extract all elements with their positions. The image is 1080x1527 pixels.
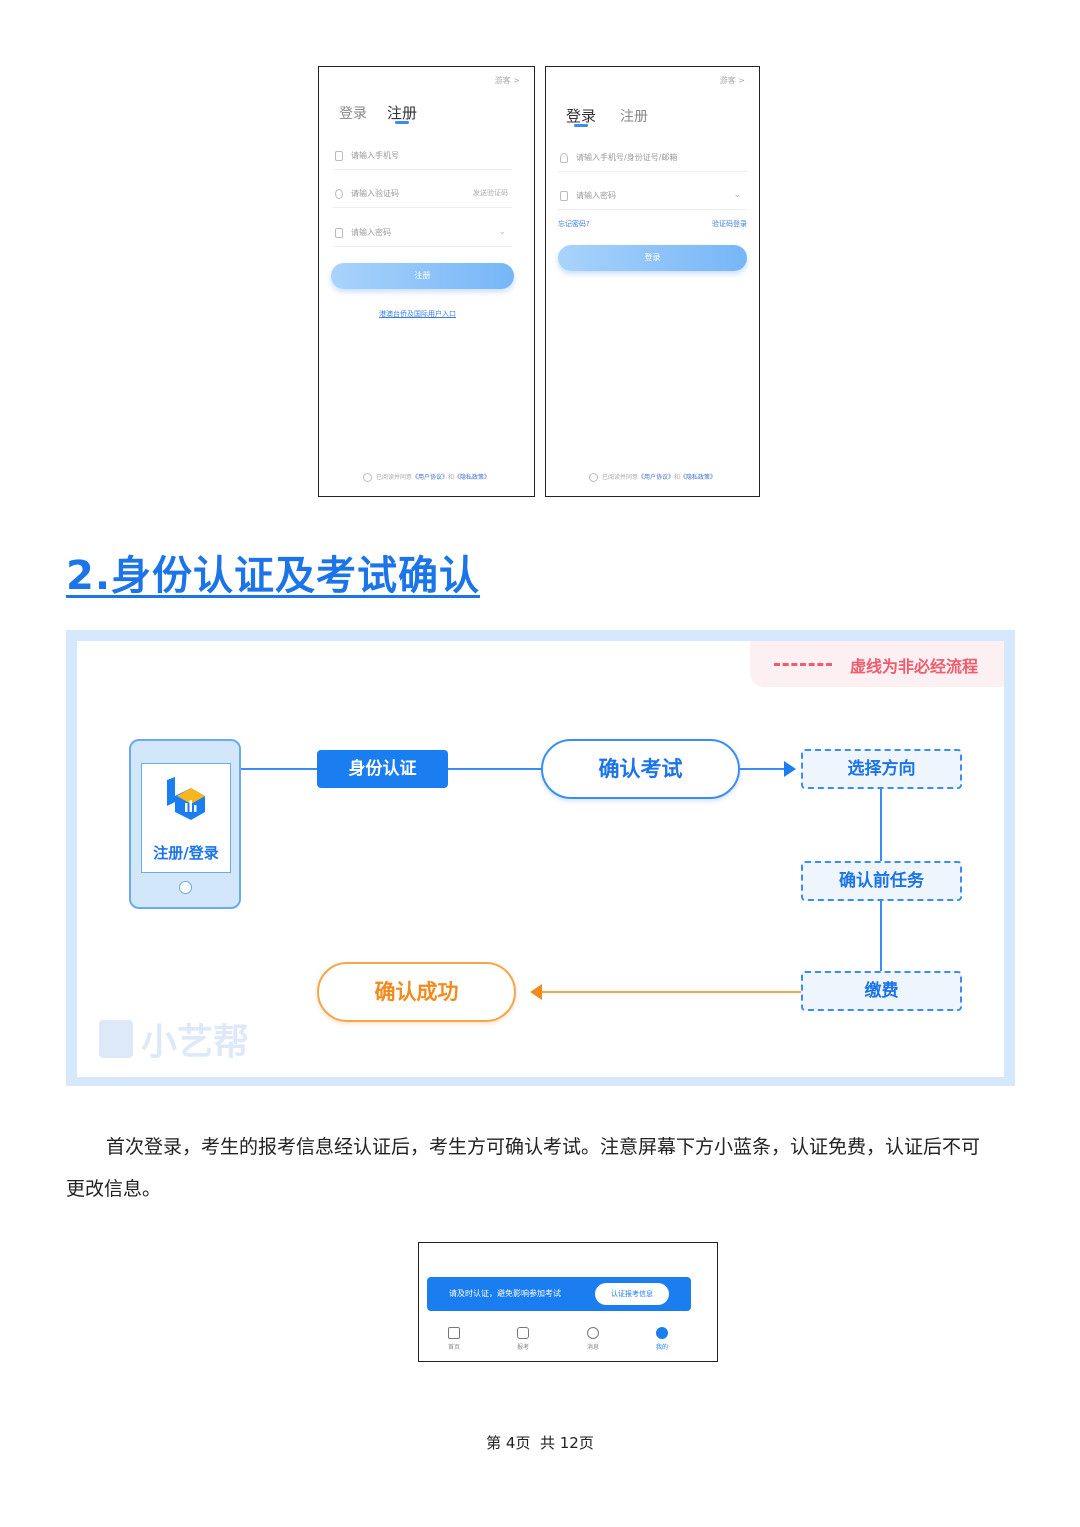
page-footer: 第 4页 共 12页	[486, 1434, 594, 1452]
phone-icon	[335, 151, 343, 161]
phone-field[interactable]: 请输入手机号	[333, 147, 512, 170]
chevron-down-icon[interactable]: ⌄	[733, 190, 741, 200]
chevron-down-icon[interactable]: ⌄	[498, 227, 506, 237]
account-field[interactable]: 请输入手机号/身份证号/邮箱	[558, 149, 747, 172]
banner-text: 请及时认证，避免影响参加考试	[449, 1289, 561, 1298]
agree-checkbox[interactable]	[588, 473, 598, 482]
connector-identity-confirm	[448, 768, 542, 770]
login-screenshot: 游客 > 登录 注册 请输入手机号/身份证号/邮箱 请输入密码 ⌄ 忘记密码? …	[545, 66, 760, 497]
flow-diagram: 虚线为非必经流程 注册/登录 身份认证	[66, 630, 1015, 1086]
user-icon	[560, 153, 568, 163]
auth-reminder-banner: 请及时认证，避免影响参加考试 认证报考信息	[427, 1277, 691, 1311]
paragraph-line-2: 更改信息。	[66, 1178, 162, 1200]
device-screen: 注册/登录	[141, 763, 231, 873]
nav-apply[interactable]: 报考	[503, 1327, 543, 1351]
confirm-success-node: 确认成功	[317, 962, 516, 1022]
intl-entry-link[interactable]: 港澳台侨及国际用户入口	[379, 310, 456, 318]
lock-icon	[335, 228, 343, 238]
section-title: 2.身份认证及考试确认	[66, 553, 481, 599]
lock-icon	[560, 191, 568, 201]
connector-task-payment	[880, 901, 882, 971]
shield-icon	[335, 189, 343, 199]
guest-link[interactable]: 游客 >	[719, 76, 745, 85]
nav-home[interactable]: 首页	[434, 1327, 474, 1351]
code-login-link[interactable]: 验证码登录	[712, 220, 747, 228]
legend: 虚线为非必经流程	[750, 641, 1004, 687]
register-screenshot: 游客 > 登录 注册 请输入手机号 请输入验证码 发送验证码 请输入密码 ⌄ 注…	[318, 66, 535, 497]
arrow-left-icon	[530, 984, 542, 1000]
password-field[interactable]: 请输入密码 ⌄	[333, 224, 512, 247]
diagram-canvas: 虚线为非必经流程 注册/登录 身份认证	[77, 641, 1004, 1077]
identity-auth-node: 身份认证	[317, 750, 448, 788]
smile-icon	[656, 1327, 668, 1339]
tab-login[interactable]: 登录	[339, 106, 367, 122]
pre-task-node: 确认前任务	[801, 861, 962, 901]
forgot-password-link[interactable]: 忘记密码?	[558, 220, 590, 228]
login-button[interactable]: 登录	[558, 245, 747, 271]
guest-link[interactable]: 游客 >	[494, 76, 520, 85]
register-login-label: 注册/登录	[153, 844, 219, 862]
choose-direction-node: 选择方向	[801, 749, 962, 789]
confirm-exam-node: 确认考试	[541, 739, 740, 799]
nav-mine[interactable]: 我的	[642, 1327, 682, 1351]
connector-direction-task	[880, 789, 882, 861]
tab-login[interactable]: 登录	[566, 107, 597, 125]
connector-payment-success	[541, 991, 801, 993]
legend-text: 虚线为非必经流程	[850, 657, 979, 676]
agreement-row: 已阅读并同意《用户协议》和《隐私政策》	[319, 472, 534, 482]
home-icon	[448, 1327, 460, 1339]
connector-device-identity	[241, 768, 317, 770]
tab-underline	[574, 124, 588, 127]
arrow-right-icon	[784, 761, 796, 777]
app-logo-icon	[167, 777, 205, 820]
auth-info-button[interactable]: 认证报考信息	[595, 1283, 669, 1305]
bottom-bar-screenshot: 请及时认证，避免影响参加考试 认证报考信息 首页 报考 消息 我的	[418, 1242, 718, 1362]
nav-messages[interactable]: 消息	[573, 1327, 613, 1351]
password-field[interactable]: 请输入密码 ⌄	[558, 187, 747, 210]
tab-register[interactable]: 注册	[620, 109, 648, 125]
tab-underline	[395, 121, 409, 124]
code-field[interactable]: 请输入验证码 发送验证码	[333, 185, 512, 208]
phone-device-icon: 注册/登录	[129, 739, 241, 909]
agreement-row: 已阅读并同意《用户协议》和《隐私政策》	[546, 472, 759, 482]
dashed-line-sample	[774, 663, 832, 666]
watermark-logo: 小艺帮	[99, 1013, 249, 1065]
watermark-logo-icon	[99, 1020, 133, 1058]
send-code-button[interactable]: 发送验证码	[473, 189, 508, 197]
connector-confirm-direction	[739, 768, 787, 770]
home-button-icon	[179, 881, 192, 894]
register-button[interactable]: 注册	[331, 263, 514, 289]
agree-checkbox[interactable]	[362, 473, 372, 482]
payment-node: 缴费	[801, 971, 962, 1011]
document-icon	[517, 1327, 529, 1339]
paragraph-line-1: 首次登录，考生的报考信息经认证后，考生方可确认考试。注意屏幕下方小蓝条，认证免费…	[106, 1136, 981, 1158]
body-paragraph: 首次登录，考生的报考信息经认证后，考生方可确认考试。注意屏幕下方小蓝条，认证免费…	[66, 1126, 1016, 1210]
tab-register[interactable]: 注册	[387, 104, 418, 122]
message-icon	[587, 1327, 599, 1339]
